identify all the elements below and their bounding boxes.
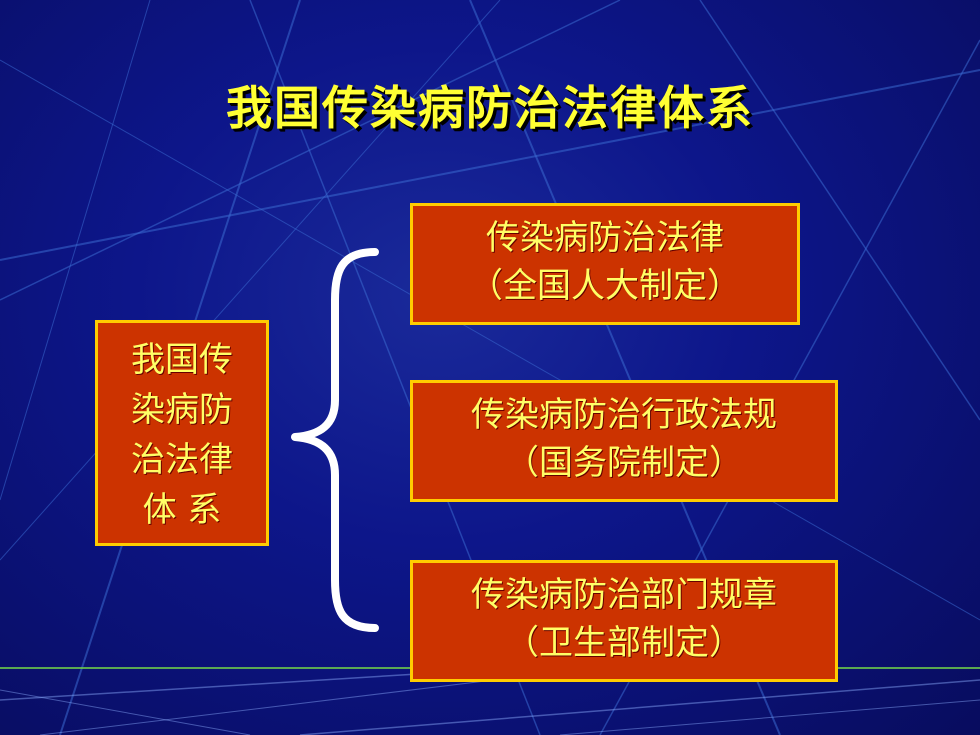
item-box-title: 传染病防治法律	[486, 218, 724, 258]
item-box-subtitle: （国务院制定）	[505, 443, 743, 483]
item-box-administrative-regulations: 传染病防治行政法规 （国务院制定）	[410, 380, 838, 502]
item-box-title: 传染病防治行政法规	[471, 395, 777, 435]
slide-title: 我国传染病防治法律体系	[226, 81, 754, 135]
item-box-law: 传染病防治法律 （全国人大制定）	[410, 203, 800, 325]
curly-brace-connector	[291, 248, 379, 632]
left-box-line: 治法律	[131, 440, 233, 480]
item-box-title: 传染病防治部门规章	[471, 575, 777, 615]
left-box-line: 染病防	[131, 390, 233, 430]
item-box-departmental-rules: 传染病防治部门规章 （卫生部制定）	[410, 560, 838, 682]
item-box-subtitle: （全国人大制定）	[469, 266, 741, 306]
item-box-subtitle: （卫生部制定）	[505, 623, 743, 663]
left-box-legal-system: 我国传 染病防 治法律 体 系	[95, 320, 269, 546]
left-box-line: 我国传	[131, 340, 233, 380]
left-box-line: 体 系	[142, 490, 222, 530]
